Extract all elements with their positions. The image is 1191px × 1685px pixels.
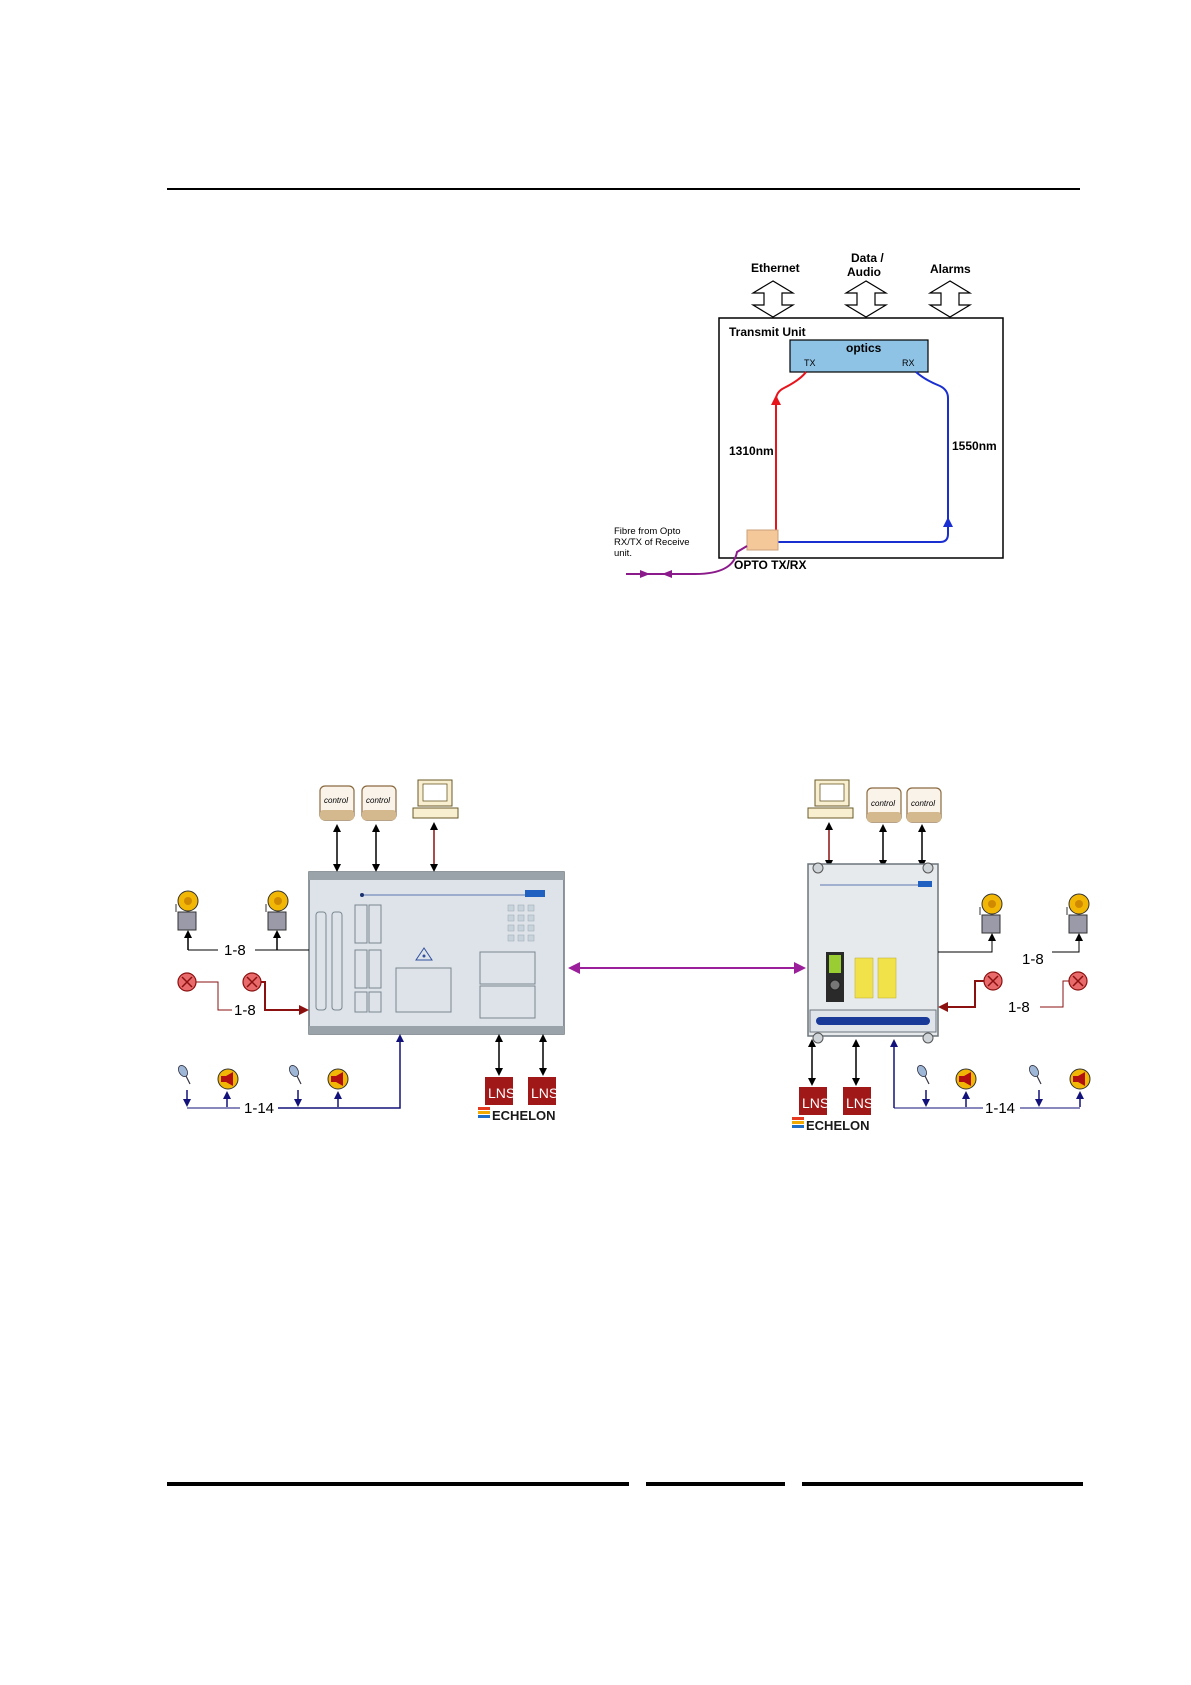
- fibre-note-line-2: RX/TX of Receive: [614, 537, 690, 548]
- right-alarm-range: 1-8: [1008, 999, 1030, 1016]
- data-audio-label-2: Audio: [847, 265, 881, 279]
- left-bell-range: 1-8: [224, 942, 246, 959]
- opto-txrx-label: OPTO TX/RX: [734, 558, 806, 572]
- fibre-arrow-left: [640, 570, 650, 578]
- ethernet-io-arrow: [753, 281, 793, 317]
- left-speaker-icon-2: [328, 1069, 348, 1089]
- control-label: control: [911, 799, 935, 808]
- right-echelon-logo: ECHELON: [792, 1117, 870, 1133]
- optics-tx-label: TX: [804, 358, 816, 368]
- echelon-label: ECHELON: [492, 1108, 556, 1123]
- control-label: control: [324, 796, 348, 805]
- right-lns-badge-1: LNS: [799, 1087, 829, 1115]
- left-alarm-icon-1: [178, 973, 196, 991]
- left-microphone-icon-2: [288, 1064, 301, 1084]
- lns-label: LNS: [488, 1085, 515, 1101]
- left-control-box-1: control: [320, 786, 354, 820]
- lns-label: LNS: [531, 1085, 558, 1101]
- left-microphone-icon-1: [177, 1064, 190, 1084]
- right-computer-icon: [808, 780, 853, 818]
- control-label: control: [366, 796, 390, 805]
- fibre-note-line-1: Fibre from Opto: [614, 526, 681, 537]
- optics-label: optics: [846, 341, 882, 355]
- transmit-unit-diagram: Ethernet Data / Audio Alarms Transmit Un…: [614, 251, 1003, 578]
- right-control-box-1: control: [867, 788, 901, 822]
- left-speaker-icon-1: [218, 1069, 238, 1089]
- fibre-arrow-right: [662, 570, 672, 578]
- left-bell-icon-1: [176, 891, 198, 930]
- left-audio-range: 1-14: [244, 1100, 274, 1117]
- alarms-label: Alarms: [930, 262, 971, 276]
- lns-label: LNS: [802, 1095, 829, 1111]
- right-lns-badge-2: LNS: [843, 1087, 873, 1115]
- right-speaker-icon-1: [956, 1069, 976, 1089]
- left-alarm-icon-2: [243, 973, 261, 991]
- right-control-box-2: control: [907, 788, 941, 822]
- wavelength-1310-label: 1310nm: [729, 444, 774, 458]
- right-microphone-icon-2: [1028, 1064, 1041, 1084]
- system-diagram: control control: [176, 780, 1090, 1133]
- control-label: control: [871, 799, 895, 808]
- right-main-unit: [808, 863, 938, 1043]
- left-main-unit: [309, 872, 564, 1034]
- right-microphone-icon-1: [916, 1064, 929, 1084]
- right-bell-icon-1: [980, 894, 1002, 933]
- wavelength-1550-label: 1550nm: [952, 439, 997, 453]
- lns-label: LNS: [846, 1095, 873, 1111]
- transmit-unit-title: Transmit Unit: [729, 325, 806, 339]
- right-alarm-icon-2: [1069, 972, 1087, 990]
- left-control-box-2: control: [362, 786, 396, 820]
- left-bell-icon-2: [266, 891, 288, 930]
- left-alarm-bus-2: [261, 982, 307, 1010]
- fibre-note-line-3: unit.: [614, 548, 632, 559]
- left-lns-badge-2: LNS: [528, 1077, 558, 1105]
- data-audio-label-1: Data /: [851, 251, 884, 265]
- optics-rx-label: RX: [902, 358, 915, 368]
- left-alarm-range: 1-8: [234, 1002, 256, 1019]
- right-bell-icon-2: [1067, 894, 1089, 933]
- left-echelon-logo: ECHELON: [478, 1107, 556, 1123]
- data-audio-io-arrow: [846, 281, 886, 317]
- opto-txrx-box: [747, 530, 778, 550]
- right-bell-range: 1-8: [1022, 951, 1044, 968]
- alarms-io-arrow: [930, 281, 970, 317]
- right-speaker-icon-2: [1070, 1069, 1090, 1089]
- left-alarm-bus-1: [196, 982, 232, 1010]
- right-bell-bus-1: [938, 937, 992, 952]
- left-lns-badge-1: LNS: [485, 1077, 515, 1105]
- echelon-label: ECHELON: [806, 1118, 870, 1133]
- right-alarm-bus-2: [1040, 981, 1069, 1007]
- ethernet-label: Ethernet: [751, 261, 800, 275]
- left-computer-icon: [413, 780, 458, 818]
- right-bell-bus-2: [1052, 937, 1079, 952]
- right-alarm-icon-1: [984, 972, 1002, 990]
- right-audio-range: 1-14: [985, 1100, 1015, 1117]
- right-alarm-bus-1: [940, 981, 984, 1007]
